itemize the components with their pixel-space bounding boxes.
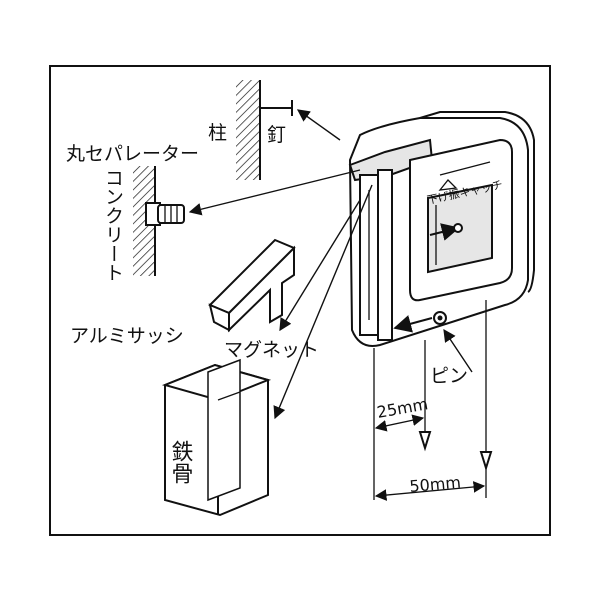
leader-arrows: [188, 109, 473, 420]
dimension-lines: [373, 300, 493, 501]
label-steel-frame: 鉄骨: [168, 440, 194, 484]
plumb-bob-50-icon: [479, 451, 493, 472]
label-aluminum-sash: アルミサッシ: [70, 325, 184, 347]
label-separator: 丸セパレーター: [66, 143, 199, 165]
diagram-border: [49, 65, 551, 536]
aluminum-sash-shape: [208, 238, 296, 333]
label-nail: 釘: [267, 124, 286, 146]
plumb-bob-25-icon: [418, 431, 432, 452]
pillar-shape: [236, 80, 261, 180]
label-concrete: コンクリート: [102, 168, 124, 282]
steel-frame-shape: [161, 358, 272, 517]
plumb-catch-device: [348, 111, 535, 347]
separator-shape: [145, 202, 185, 226]
label-dimension-50: 50mm: [409, 473, 462, 496]
label-pillar: 柱: [208, 122, 227, 144]
nail-shape: [260, 100, 293, 116]
label-magnet: マグネット: [224, 339, 319, 361]
label-pin: ピン: [430, 365, 468, 387]
